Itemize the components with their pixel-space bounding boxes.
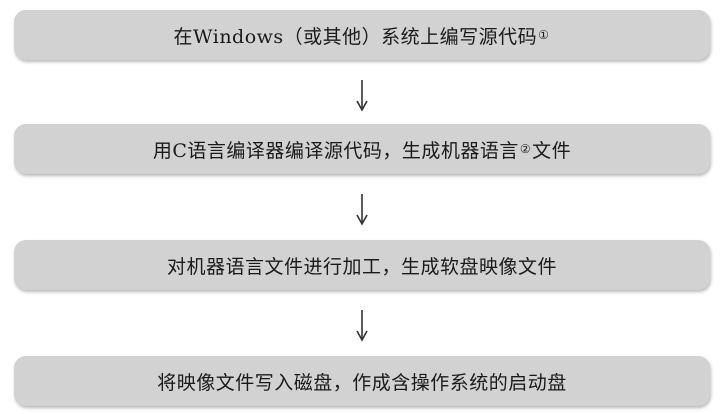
step-label: 对机器语言文件进行加工，生成软盘映像文件 [166,255,557,278]
down-arrow-icon [356,194,368,226]
step-label-suffix: 文件 [532,139,572,162]
step-label: 用C语言编译器编译源代码，生成机器语言 [152,139,519,162]
step-label: 在Windows（或其他）系统上编写源代码 [173,25,538,48]
down-arrow-icon [356,310,368,342]
down-arrow-icon [356,80,368,112]
step-label: 将映像文件写入磁盘，作成含操作系统的启动盘 [157,371,567,394]
step-box-make-image: 对机器语言文件进行加工，生成软盘映像文件 [14,240,710,290]
step-box-write-disk: 将映像文件写入磁盘，作成含操作系统的启动盘 [14,356,710,406]
